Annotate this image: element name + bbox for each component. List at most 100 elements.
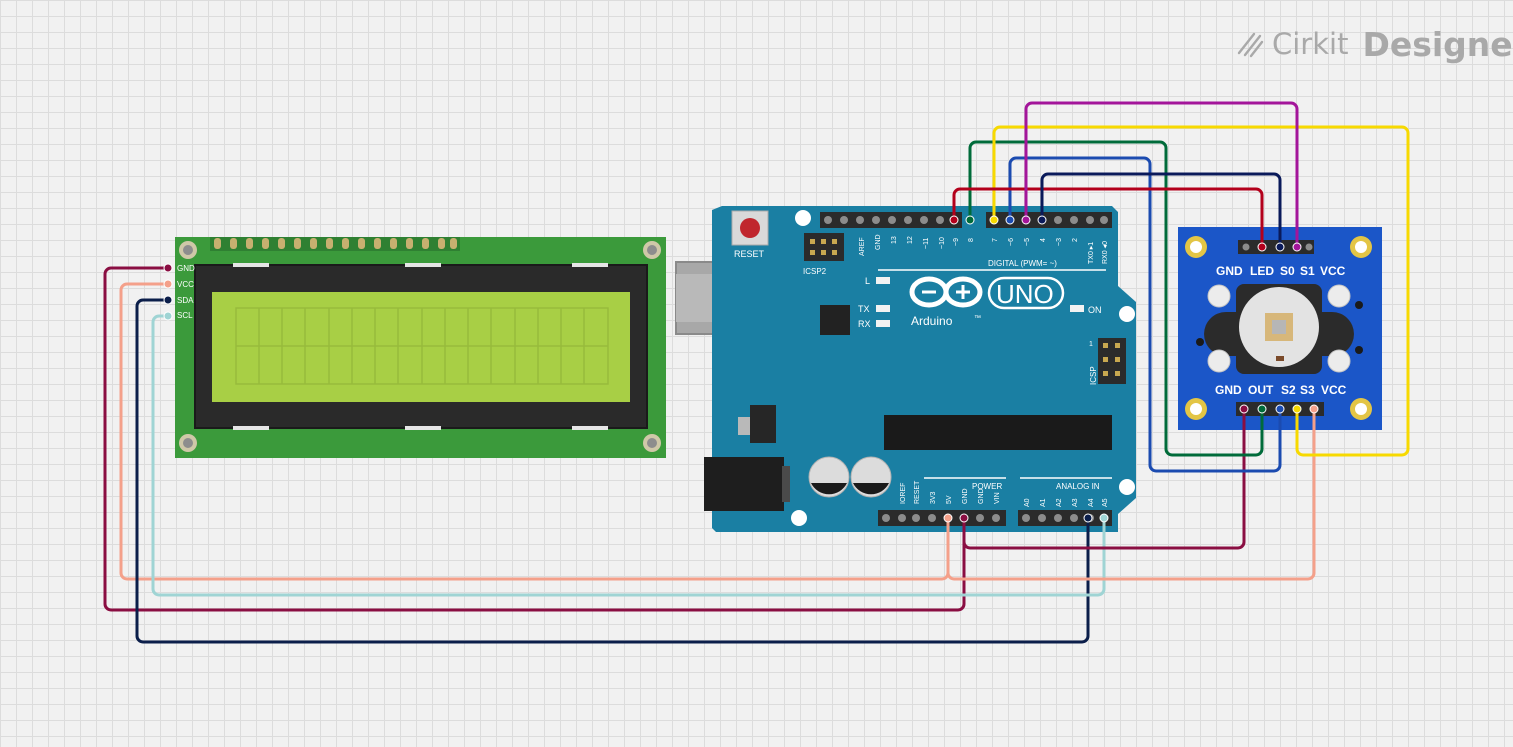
color-sensor-module[interactable]: GND LED S0 S1 VCC GND OUT S [1178, 227, 1382, 430]
atmega-chip [884, 415, 1112, 450]
pin-a1: A1 [1040, 498, 1047, 507]
wire-lcd-gnd[interactable] [103, 266, 966, 612]
sensor-bottom-s2: S2 [1281, 383, 1296, 397]
wire-lcd-sda[interactable] [135, 298, 1090, 644]
power-label: POWER [972, 482, 1002, 491]
icsp-header [1098, 338, 1126, 384]
brand-name-part2: Designer [1362, 24, 1513, 64]
lcd-pin-vcc: VCC [177, 280, 194, 289]
capacitors [808, 456, 892, 498]
wire-sensor-s0[interactable] [1040, 172, 1282, 249]
pin-a4: A4 [1088, 498, 1095, 507]
power-jack [704, 457, 790, 511]
pin-rx0: RX0 ◂0 [1102, 241, 1109, 264]
led-l-label: L [865, 276, 870, 286]
led-tx-label: TX [858, 304, 870, 314]
lcd-pins: GND VCC SDA SCL [177, 264, 195, 320]
reset-label: RESET [734, 249, 765, 259]
sensor-top-led: LED [1250, 264, 1274, 278]
arduino-board [712, 206, 1136, 532]
pin-gnd-digital: GND [875, 234, 882, 250]
led-rx-label: RX [858, 319, 871, 329]
voltage-regulator [738, 405, 776, 443]
status-leds [876, 277, 1084, 327]
pin-5: ~5 [1024, 238, 1031, 246]
sensor-top-pin-labels: GND LED S0 S1 VCC [1216, 264, 1346, 278]
pin-3v3: 3V3 [930, 491, 937, 504]
lcd-mount-holes [179, 241, 661, 452]
sensor-bottom-pin-labels: GND OUT S2 S3 VCC [1215, 383, 1347, 397]
arduino-logo-symbols [922, 285, 970, 299]
arduino-logo-text: Arduino [911, 314, 953, 328]
pin-5v: 5V [946, 495, 953, 504]
pin-7: 7 [992, 238, 999, 242]
arduino-tm: ™ [974, 315, 981, 322]
wire-endpoints [163, 215, 1319, 523]
wire-lcd-scl[interactable] [151, 314, 1106, 597]
pin-a3: A3 [1072, 498, 1079, 507]
sensor-bottom-vcc: VCC [1321, 383, 1347, 397]
pin-aref: AREF [859, 237, 866, 256]
pin-tx1: TX0 ▸1 [1088, 242, 1095, 264]
pin-3: ~3 [1056, 238, 1063, 246]
wire-sensor-s3[interactable] [992, 125, 1410, 457]
sensor-bottom-gnd: GND [1215, 383, 1242, 397]
brand-logo: Cirkit Designer [1236, 24, 1513, 64]
pin-10: ~10 [939, 237, 946, 249]
analog-label: ANALOG IN [1056, 482, 1100, 491]
pin-6: ~6 [1008, 238, 1015, 246]
arduino-infinity-logo [909, 276, 983, 308]
wire-sensor-vcc[interactable] [946, 407, 1316, 581]
pencil-lines-icon [1237, 32, 1264, 58]
analog-pin-labels: A0 A1 A2 A3 A4 A5 [1024, 498, 1109, 507]
power-header [878, 510, 1006, 526]
sensor-top-gnd: GND [1216, 264, 1243, 278]
pin-vin: VIN [994, 492, 1001, 504]
wire-sensor-s2[interactable] [1008, 156, 1282, 473]
wire-sensor-led[interactable] [952, 187, 1264, 249]
sensor-top-s1: S1 [1300, 264, 1315, 278]
digital-pin-labels: AREF GND 13 12 ~11 ~10 ~9 8 7 ~6 ~5 4 ~3… [859, 234, 1109, 264]
reset-button[interactable] [731, 210, 769, 246]
pin-a0: A0 [1024, 498, 1031, 507]
usb-chip [820, 305, 850, 335]
pin-11: ~11 [923, 238, 930, 249]
digital-label: DIGITAL (PWM= ~) [988, 259, 1057, 268]
pin-gnd-power-2: GND [978, 488, 985, 504]
pin-12: 12 [907, 236, 914, 244]
icsp2-header [804, 233, 844, 261]
lcd-top-header [210, 237, 460, 251]
wire-sensor-gnd[interactable] [962, 407, 1246, 550]
lcd-pin-sda: SDA [177, 296, 194, 305]
lcd-character-grid [235, 307, 609, 385]
lcd-pin-scl: SCL [177, 311, 193, 320]
pin-4: 4 [1040, 238, 1047, 242]
uno-text: UNO [996, 279, 1054, 309]
sensor-top-s0: S0 [1280, 264, 1295, 278]
analog-header [1018, 510, 1112, 526]
arduino-uno[interactable]: RESET ICSP 2 AREF [675, 206, 1136, 532]
lcd-module[interactable]: GND VCC SDA SCL [175, 237, 666, 458]
pin-a2: A2 [1056, 498, 1063, 507]
pin-gnd-power-1: GND [962, 488, 969, 504]
brand-name-part1: Cirkit [1272, 27, 1349, 61]
sensor-core [1204, 284, 1354, 374]
sensor-gold-holes [1185, 236, 1372, 420]
pin-a5: A5 [1102, 498, 1109, 507]
pin-reset: RESET [914, 480, 921, 504]
sensor-bottom-out: OUT [1248, 383, 1274, 397]
icsp-pin1-label: 1 [1089, 341, 1093, 348]
wire-sensor-s1[interactable] [1024, 101, 1299, 249]
lcd-bezel-clips [233, 263, 608, 430]
sensor-top-vcc: VCC [1320, 264, 1346, 278]
pin-2: 2 [1072, 238, 1079, 242]
power-pin-labels: IOREF RESET 3V3 5V GND GND VIN [900, 480, 1001, 504]
wire-sensor-out[interactable] [968, 140, 1264, 457]
pin-13: 13 [891, 236, 898, 244]
wire-lcd-vcc[interactable] [119, 282, 950, 581]
icsp-label: ICSP [1089, 366, 1098, 385]
sensor-bottom-s3: S3 [1300, 383, 1315, 397]
sensor-white-leds [1196, 284, 1363, 373]
wires [103, 101, 1410, 644]
